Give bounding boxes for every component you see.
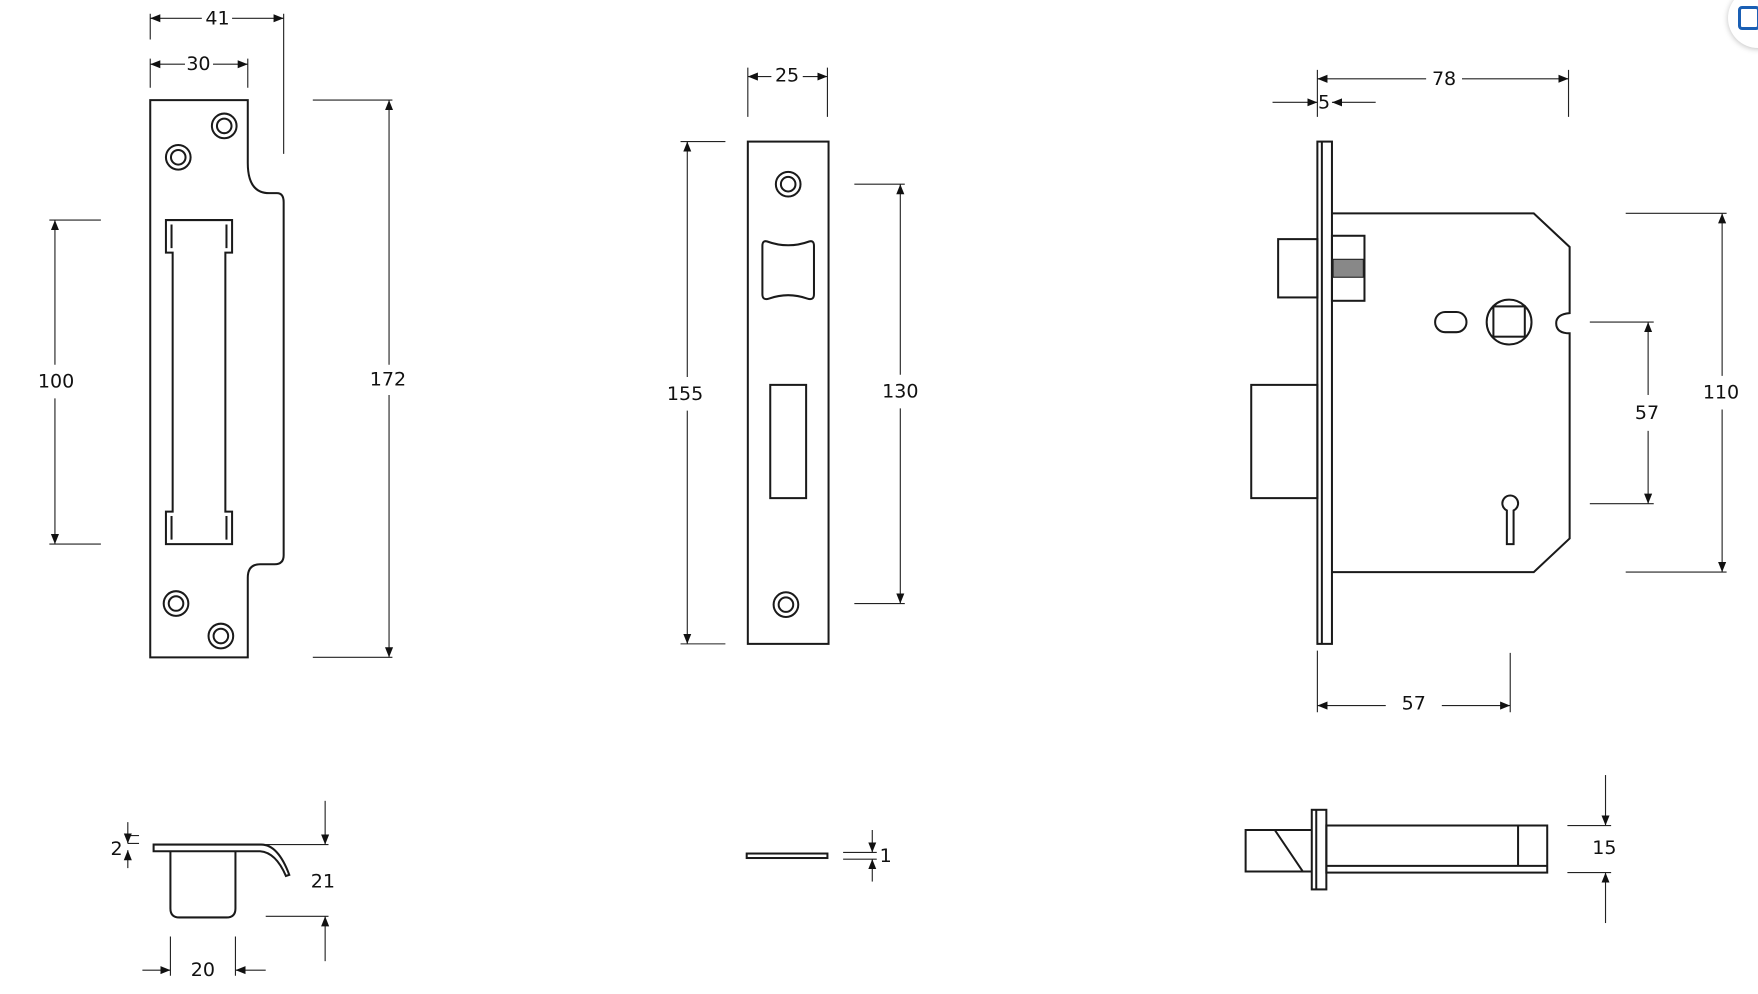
bolt-aperture: [769, 383, 808, 500]
spindle-follower-icon: [1485, 298, 1533, 346]
dim-strike-height: 172: [370, 368, 406, 390]
slot-icon: [1434, 310, 1468, 334]
dim-forend-hole-centres: 130: [882, 381, 918, 403]
strike-plate: 41 30 100 172: [38, 7, 406, 659]
keyhole-icon: [1501, 494, 1520, 546]
strike-section-view: 2 21 20: [111, 800, 335, 981]
dim-lock-overall-width: 78: [1432, 68, 1456, 90]
deadbolt: [1250, 383, 1319, 500]
screw-hole-icon: [772, 170, 802, 618]
forend-section-view: 1: [745, 829, 892, 882]
dim-forend-width: 25: [775, 64, 799, 86]
dim-strike-plate-width: 30: [186, 53, 210, 75]
forend-plate: 25 155 130: [667, 64, 918, 645]
dim-centres: 57: [1635, 402, 1659, 424]
dim-body-height: 110: [1703, 382, 1739, 404]
dim-bolt-height: 15: [1592, 837, 1616, 859]
bolt-section-view: 15: [1244, 775, 1617, 924]
dim-section-width: 20: [191, 959, 215, 981]
lens-icon: [1738, 6, 1758, 30]
lock-body-side-view: 78 5 110 57 57: [1250, 68, 1739, 714]
dim-strike-slot-height: 100: [38, 371, 74, 393]
dim-forend-thickness: 5: [1318, 91, 1330, 113]
dim-strike-overall-width: 41: [205, 7, 229, 29]
screw-hole-icon: [162, 112, 238, 650]
latch-aperture: [761, 240, 815, 301]
dim-backset: 57: [1402, 692, 1426, 714]
dim-section-height: 21: [311, 871, 335, 893]
dim-forend-height: 155: [667, 383, 703, 405]
dim-section-thickness: 2: [111, 838, 123, 860]
latch-bolt: [1277, 238, 1319, 299]
strike-slot: [164, 219, 234, 546]
dim-forend-section-thickness: 1: [880, 845, 892, 867]
